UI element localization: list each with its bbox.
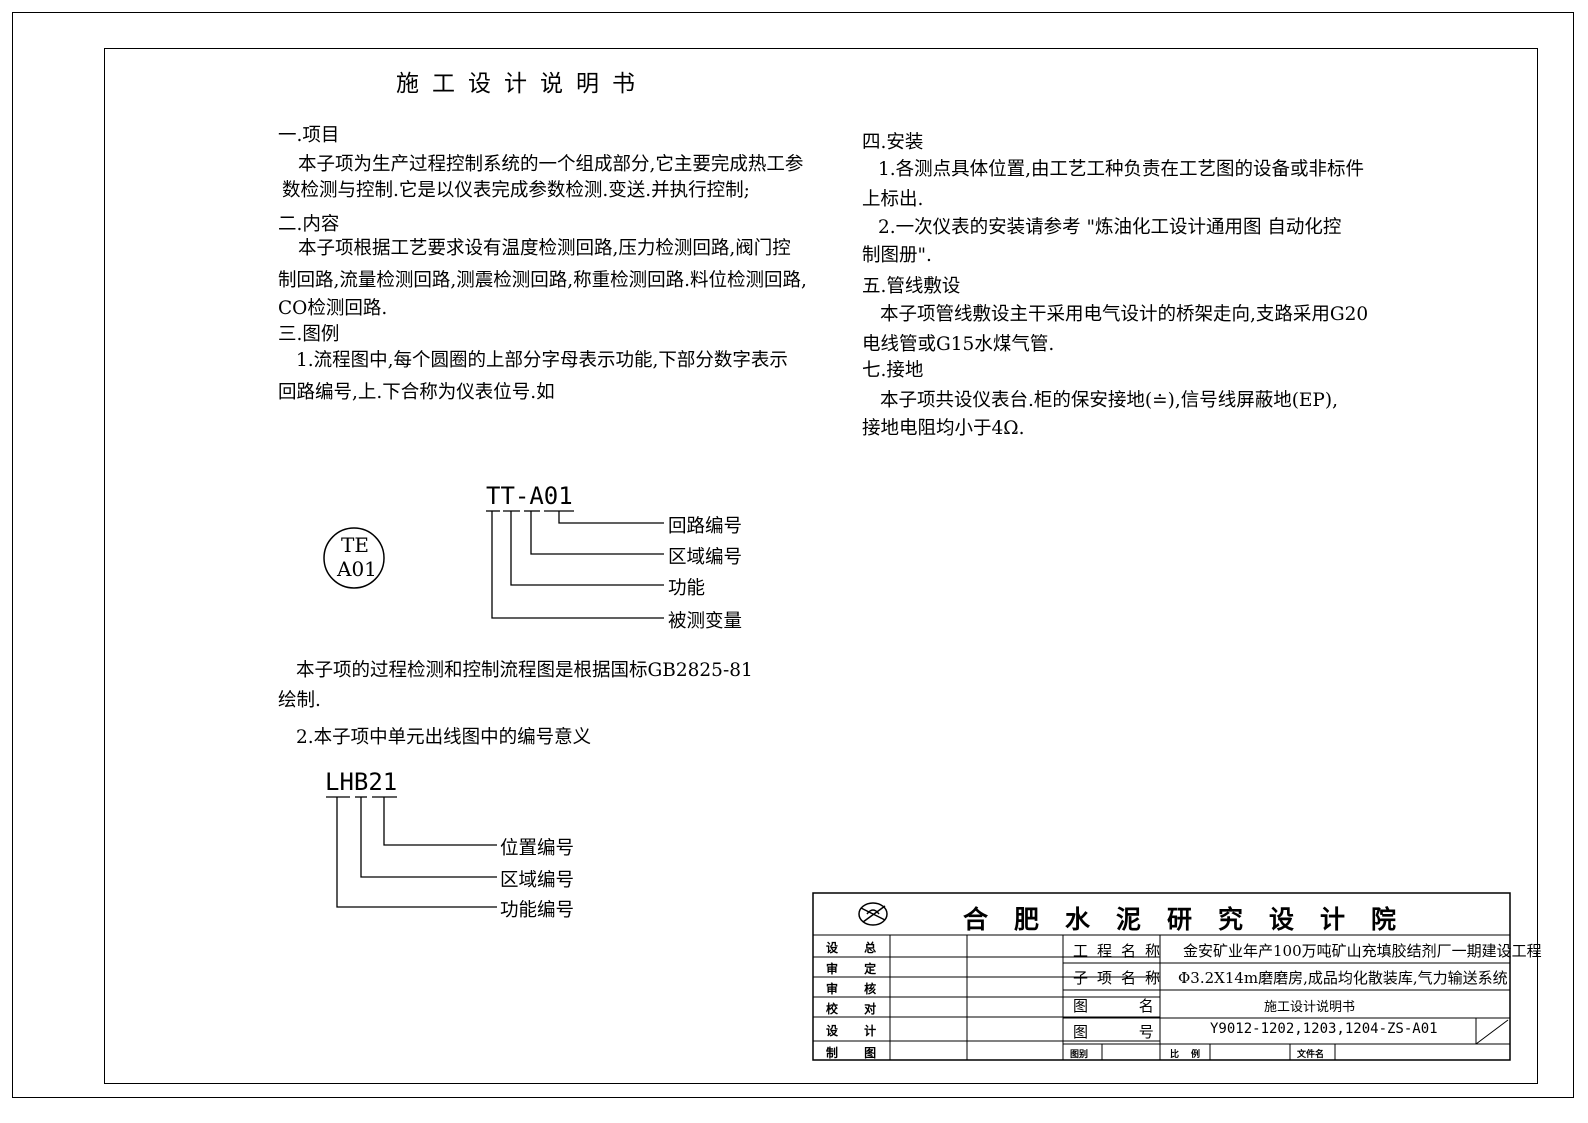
section-2-line-3: CO检测回路. (278, 298, 388, 319)
label-function: 功能 (668, 578, 706, 599)
role-design: 设 计 (826, 1024, 877, 1038)
instrument-tag: TT-A01 (486, 482, 573, 510)
circle-loop-number: A01 (337, 557, 377, 581)
section-5-line-1: 本子项管线敷设主干采用电气设计的桥架走向,支路采用G20 (880, 304, 1369, 325)
project-name: 金安矿业年产100万吨矿山充填胶结剂厂一期建设工程 (1183, 942, 1542, 960)
circle-function-letters: TE (341, 533, 369, 557)
section-3-line-2: 回路编号,上.下合称为仪表位号.如 (278, 382, 555, 403)
section-1-heading: 一.项目 (278, 125, 340, 146)
file-name-label: 文件名 (1297, 1050, 1325, 1060)
section-2-line-1: 本子项根据工艺要求设有温度检测回路,压力检测回路,阀门控 (298, 238, 791, 259)
label-function-number: 功能编号 (500, 900, 575, 921)
subproject-label: 子项名称 (1073, 969, 1170, 987)
section-4-line-2: 上标出. (862, 189, 924, 210)
drawing-number-label: 图 号 (1073, 1023, 1154, 1041)
section-5-line-2: 电线管或G15水煤气管. (862, 334, 1055, 355)
label-position-number: 位置编号 (500, 838, 575, 859)
title-block-grid (812, 892, 1511, 1061)
section-7-heading: 七.接地 (862, 360, 924, 381)
section-4-line-4: 制图册". (862, 245, 932, 266)
drawing-category-label: 图别 (1070, 1050, 1089, 1060)
standard-line-1: 本子项的过程检测和控制流程图是根据国标GB2825-81 (296, 660, 753, 681)
section-1-line-2: 数检测与控制.它是以仪表完成参数检测.变送.并执行控制; (282, 180, 750, 201)
label-area-number: 区域编号 (668, 547, 743, 568)
role-draft: 制 图 (826, 1046, 877, 1060)
drawing-number: Y9012-1202,1203,1204-ZS-A01 (1210, 1021, 1438, 1037)
section-4-line-1: 1.各测点具体位置,由工艺工种负责在工艺图的设备或非标件 (878, 159, 1365, 180)
project-name-label: 工程名称 (1073, 942, 1170, 960)
standard-line-2: 绘制. (278, 690, 321, 711)
section-4-line-3: 2.一次仪表的安装请参考 "炼油化工设计通用图 自动化控 (878, 217, 1342, 238)
company-name: 合肥水泥研究设计院 (963, 905, 1423, 934)
drawing-name-label: 图 名 (1073, 997, 1154, 1015)
section-3-item-2: 2.本子项中单元出线图中的编号意义 (296, 727, 592, 748)
section-4-heading: 四.安装 (862, 132, 924, 153)
section-5-heading: 五.管线敷设 (862, 276, 961, 297)
role-approve: 审 定 (826, 962, 877, 976)
unit-tag: LHB21 (325, 768, 398, 796)
tag1-leaders (486, 510, 664, 619)
tag2-leaders (326, 796, 497, 908)
section-2-heading: 二.内容 (278, 214, 340, 235)
outer-border (12, 12, 1574, 1098)
section-2-line-2: 制回路,流量检测回路,测震检测回路,称重检测回路.料位检测回路, (278, 270, 807, 291)
label-loop-number: 回路编号 (668, 516, 743, 537)
label-area-number-2: 区域编号 (500, 870, 575, 891)
instrument-circle (323, 527, 385, 589)
drawing-frame (104, 48, 1538, 1084)
section-3-line-1: 1.流程图中,每个圆圈的上部分字母表示功能,下部分数字表示 (296, 350, 788, 371)
subproject-name: Φ3.2X14m磨磨房,成品均化散装库,气力输送系统 (1178, 969, 1508, 987)
scale-label: 比例 (1170, 1050, 1213, 1060)
label-measured-variable: 被测变量 (668, 611, 743, 632)
page-title: 施工设计说明书 (396, 71, 648, 97)
role-review: 审 核 (826, 982, 877, 996)
company-logo-icon (855, 898, 891, 934)
section-7-line-1: 本子项共设仪表台.柜的保安接地(≐),信号线屏蔽地(EP), (880, 390, 1338, 411)
drawing-name: 施工设计说明书 (1264, 1000, 1356, 1015)
role-check: 校 对 (826, 1002, 877, 1016)
role-chief-designer: 设 总 (826, 941, 877, 955)
section-1-line-1: 本子项为生产过程控制系统的一个组成部分,它主要完成热工参 (298, 154, 804, 175)
section-3-heading: 三.图例 (278, 324, 340, 345)
section-7-line-2: 接地电阻均小于4Ω. (862, 418, 1025, 439)
